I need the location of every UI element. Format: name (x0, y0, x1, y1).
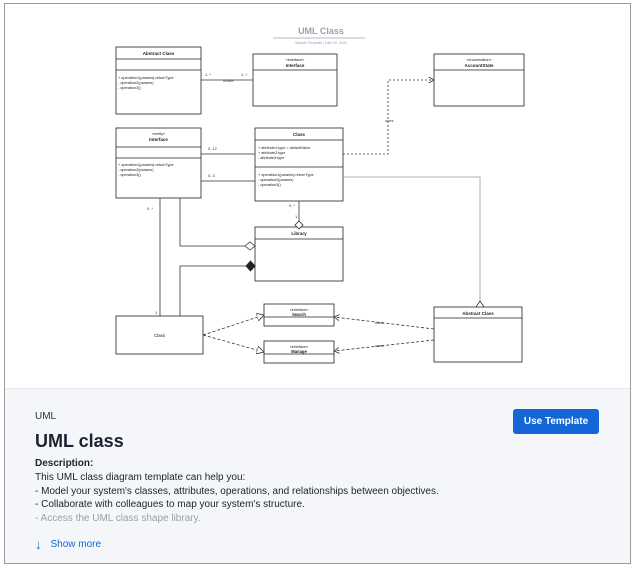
label-uses-2: uses (375, 320, 383, 325)
abstract-class-name: Abstract Class (143, 51, 175, 56)
enumeration-stereotype: «enumeration» (466, 58, 491, 62)
label-mult-0-12: 0..12 (208, 146, 218, 151)
description-text: This UML class diagram template can help… (35, 471, 595, 525)
description-line: This UML class diagram template can help… (35, 472, 246, 483)
entity-interface-box: «entity» Interface + operation1(params):… (115, 127, 202, 199)
diagram-subtitle: Sample Template | Date 00, 0000 (295, 41, 347, 45)
label-mult-0-star-2: 0..* (289, 203, 295, 208)
class-bottom-name: Class (154, 333, 166, 338)
class-main-attr-3: - attribute3:type (258, 156, 284, 160)
label-mult-1b: 1 (155, 310, 158, 315)
aggregation-diamond-library-left (244, 241, 256, 251)
entity-interface-stereotype: «entity» (152, 132, 165, 136)
abstract-class-right-name: Abstract Class (462, 311, 494, 316)
show-more-link[interactable]: ↓ Show more (35, 536, 102, 552)
aggregation-diamond-library-top (294, 220, 304, 230)
label-mult-1c: 1 (295, 214, 298, 219)
class-main-op-3: - operation3() (258, 183, 282, 187)
label-mult-1: 1..* (205, 72, 211, 77)
template-title: UML class (35, 431, 124, 451)
entity-interface-op-3: - operation3() (118, 173, 142, 177)
class-bottom-box: Class (115, 315, 204, 355)
interface-top-name: Interface (286, 63, 305, 68)
abstract-class-op-2: - operation2(params) (118, 81, 154, 85)
enumeration-name: AccountState (464, 63, 494, 68)
library-name: Library (291, 231, 307, 236)
abstract-class-op-3: - operation3() (118, 86, 142, 90)
abstract-class-box: Abstract Class + operation1(params):retu… (115, 46, 202, 115)
abstract-class-right-box: Abstract Class (433, 306, 523, 363)
manage-box: «interface» Manage (263, 340, 335, 364)
template-preview[interactable]: UML Class Sample Template | Date 00, 000… (5, 4, 630, 388)
label-mult-2: 1..* (241, 72, 247, 77)
description-line: - Collaborate with colleagues to map you… (35, 499, 305, 510)
search-name: Search (292, 312, 306, 317)
label-wrote: Wrote (223, 78, 234, 83)
template-info-panel: UML UML class Description: This UML clas… (5, 388, 630, 563)
class-main-op-1: + operation1(params):returnType (258, 173, 314, 177)
label-uses-3: uses (375, 343, 383, 348)
search-stereotype: «interface» (290, 308, 309, 312)
template-category: UML (35, 411, 57, 422)
arrow-down-icon: ↓ (35, 536, 42, 552)
uml-diagram-preview: UML Class Sample Template | Date 00, 000… (115, 26, 525, 364)
class-main-attr-2: + attribute2:type (258, 151, 285, 155)
entity-interface-op-1: + operation1(params):returnType (118, 163, 174, 167)
abstract-class-op-1: + operation1(params):returnType (118, 76, 174, 80)
interface-top-box: «interface» Interface (252, 53, 338, 107)
interface-top-stereotype: «interface» (286, 58, 305, 62)
composition-diamond-library (245, 260, 256, 272)
label-mult-0-star: 0..* (147, 206, 153, 211)
library-box: Library (254, 226, 344, 282)
label-uses: uses (385, 118, 393, 123)
template-card: UML Class Sample Template | Date 00, 000… (4, 3, 631, 564)
enumeration-box: «enumeration» AccountState (433, 53, 525, 107)
description-line: - Access the UML class shape library. (35, 512, 201, 524)
description-label: Description: (35, 458, 94, 469)
description-line: - Model your system's classes, attribute… (35, 485, 439, 497)
manage-name: Manage (291, 349, 307, 354)
generalization-triangle (475, 300, 485, 308)
connectors (159, 80, 481, 352)
label-mult-0-3: 0..3 (208, 173, 215, 178)
class-main-op-2: - operation2(params) (258, 178, 294, 182)
entity-interface-name: Interface (149, 137, 168, 142)
class-main-box: Class + attribute1:type = defaultValue +… (254, 127, 344, 202)
manage-stereotype: «interface» (290, 345, 309, 349)
search-box: «interface» Search (263, 303, 335, 327)
use-template-button[interactable]: Use Template (513, 409, 599, 434)
diagram-title: UML Class (298, 26, 344, 36)
class-main-name: Class (293, 132, 306, 137)
show-more-label: Show more (50, 539, 102, 550)
class-main-attr-1: + attribute1:type = defaultValue (258, 146, 311, 150)
entity-interface-op-2: - operation2(params) (118, 168, 154, 172)
